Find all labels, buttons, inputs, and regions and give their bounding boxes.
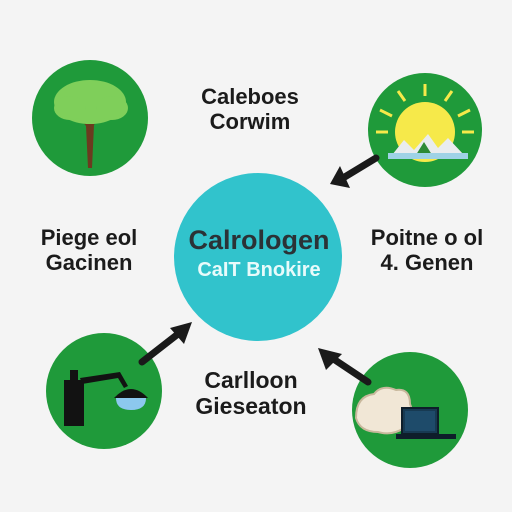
label-right: Poitne o ol 4. Genen <box>352 225 502 276</box>
tree-icon <box>54 80 128 168</box>
label-bottom-line1: Carlloon <box>204 367 298 393</box>
center-subtitle: CaIT Bnokire <box>197 259 321 282</box>
sun-landscape-icon <box>376 84 474 162</box>
label-top: Caleboes Corwim <box>180 84 320 135</box>
label-left: Piege eol Gacinen <box>14 225 164 276</box>
central-hub <box>174 173 342 341</box>
label-bottom-line2: Gieseaton <box>195 393 307 420</box>
center-title: Calrologen <box>188 225 330 255</box>
label-top-line1: Caleboes <box>201 84 299 109</box>
label-top-line2: Corwim <box>209 109 291 135</box>
arrowhead-bottom-left <box>170 322 192 344</box>
label-left-line2: Gacinen <box>45 250 133 276</box>
arrowhead-top-right <box>330 166 350 188</box>
arrowhead-bottom-right <box>318 348 342 370</box>
center-text: Calrologen CaIT Bnokire <box>174 226 344 281</box>
label-bottom: Carlloon Gieseaton <box>176 367 326 420</box>
node-top-left <box>32 60 148 176</box>
label-right-line1: Poitne o ol <box>370 225 484 250</box>
node-bottom-right <box>352 352 468 468</box>
label-right-line2: 4. Genen <box>380 250 474 276</box>
arrow-bottom-left <box>138 330 182 366</box>
label-left-line1: Piege eol <box>40 225 138 250</box>
lamp-icon <box>64 370 148 426</box>
rock-laptop-icon <box>354 386 456 439</box>
node-bottom-left <box>46 333 162 449</box>
node-top-right <box>368 73 482 187</box>
arrow-top-right <box>339 154 380 182</box>
arrow-bottom-right <box>328 354 372 386</box>
